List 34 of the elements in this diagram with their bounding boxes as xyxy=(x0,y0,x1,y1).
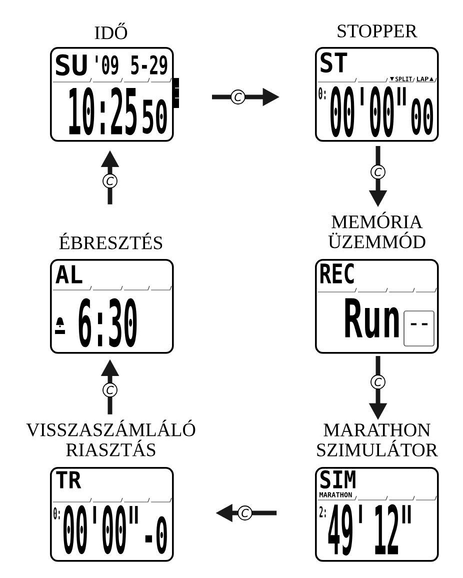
lcd-digits: 50 xyxy=(142,99,167,134)
lcd-text: 0: xyxy=(54,507,60,520)
mode-title: IDŐ xyxy=(94,22,128,40)
lcd-text: 0: xyxy=(318,87,326,100)
edge-label: C xyxy=(102,174,118,188)
mode-title: ÉBRESZTÉS xyxy=(59,232,162,250)
lcd-digits: -- xyxy=(410,323,428,326)
lcd-text: REC xyxy=(320,263,354,284)
edge-label: C xyxy=(370,164,386,180)
edge-label: C xyxy=(102,382,118,398)
lcd-digits: 00 xyxy=(411,98,433,135)
edge-label: C xyxy=(238,506,252,520)
lcd-text: '09 xyxy=(96,55,118,75)
lcd-text: TR xyxy=(56,471,82,488)
lcd-text: 2: xyxy=(320,506,326,518)
lcd-text: SIM xyxy=(320,470,356,489)
lcd-digits: 10:25 xyxy=(69,87,137,136)
lcd-digits: 6:30 xyxy=(78,298,137,348)
mode-title: MARATHON SZIMULÁTOR xyxy=(317,424,438,456)
mode-title: MEMÓRIA ÜZEMMÓD xyxy=(328,212,426,248)
lcd-text: ST xyxy=(320,52,348,73)
lcd-digits: 00'00" xyxy=(64,505,138,554)
lcd-digits: -0 xyxy=(145,516,167,554)
edge-label: C xyxy=(230,90,246,104)
mode-title: STOPPER xyxy=(338,24,418,38)
lcd-text: 5-29 xyxy=(131,55,168,75)
lcd-digits: 12" xyxy=(375,504,411,554)
mode-title: VISSZASZÁMLÁLÓ RIASZTÁS xyxy=(26,420,196,456)
lcd-text: SU xyxy=(56,54,87,76)
lcd-digits: Run xyxy=(345,298,399,338)
lcd-digits: 00'00" xyxy=(330,86,406,138)
lcd-text: AL xyxy=(56,265,82,284)
lcd-digits: 49' xyxy=(328,504,362,556)
edge-label: C xyxy=(370,374,386,390)
